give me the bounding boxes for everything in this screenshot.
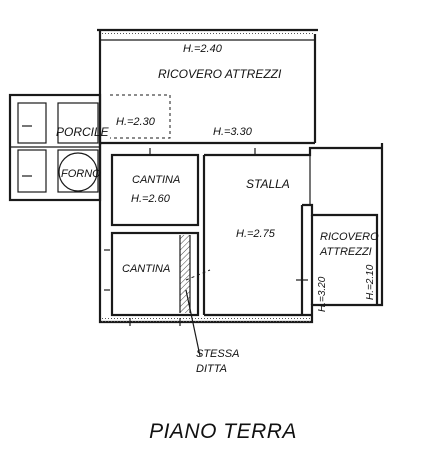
note-label-line1: STESSA [196,348,239,360]
ricovero-top-bottom-height: H.=3.30 [213,126,253,138]
ricovero-top-height-label: H.=2.40 [183,43,223,55]
porcile-forno-walls [8,93,102,202]
cantina-upper-room-label: CANTINA [132,174,180,186]
cantina-upper-height-label: H.=2.60 [131,193,171,205]
ricovero-top-partition-height: H.=2.30 [116,116,156,128]
plan-title: PIANO TERRA [149,420,297,443]
stalla-leader-line [185,269,211,281]
ricovero-right-label-line1: RICOVERO [320,231,379,243]
stalla-height-label: H.=2.75 [236,228,276,240]
forno-room-label: FORNO [61,168,101,180]
ricovero-top-room-label: RICOVERO ATTREZZI [158,67,282,81]
stalla-room-label: STALLA [246,177,290,191]
main-block-walls [98,143,384,326]
note-label-line2: DITTA [196,363,227,375]
note-leader-line [185,289,201,357]
porcile-room-label: PORCILE [56,125,110,139]
ricovero-right-height-a: H.=3.20 [317,276,328,312]
cantina-lower-room-label: CANTINA [122,263,170,275]
ricovero-right-label-line2: ATTREZZI [319,246,372,258]
ricovero-right-height-b: H.=2.10 [365,264,376,300]
